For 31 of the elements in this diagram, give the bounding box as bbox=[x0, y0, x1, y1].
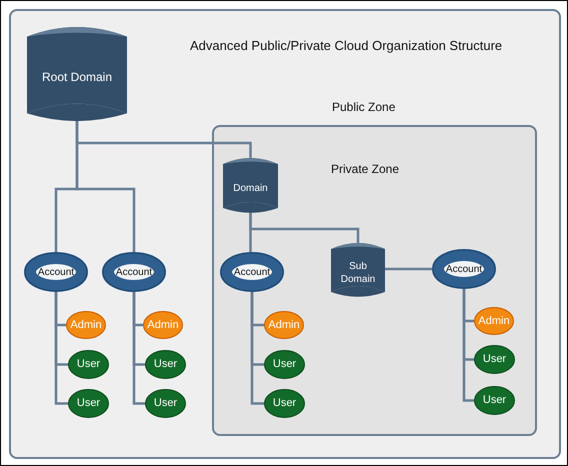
zone-panel bbox=[212, 125, 537, 436]
node-label: Account bbox=[234, 266, 270, 278]
diagram-title: Advanced Public/Private Cloud Organization Structure bbox=[190, 38, 502, 53]
node-label: Account bbox=[38, 266, 74, 278]
node-label: Admin bbox=[268, 318, 300, 332]
zone-label: Private Zone bbox=[331, 163, 400, 176]
connector-line bbox=[132, 290, 146, 405]
zone-panel bbox=[9, 9, 561, 459]
node-label: User bbox=[76, 358, 100, 371]
node-label: User bbox=[482, 394, 506, 407]
connector-line bbox=[462, 287, 475, 402]
node-label: Admin bbox=[70, 318, 102, 332]
node-label: Account bbox=[446, 262, 482, 276]
connector-line bbox=[76, 120, 252, 161]
node-label: User bbox=[272, 397, 296, 410]
connector-line bbox=[250, 290, 265, 405]
zone-label: Public Zone bbox=[332, 101, 396, 114]
node-label: Account bbox=[116, 266, 152, 278]
node-label: User bbox=[482, 353, 506, 366]
connector-line bbox=[249, 211, 360, 246]
node-label: User bbox=[272, 358, 296, 371]
node-label: Admin bbox=[147, 318, 179, 332]
connector-line bbox=[54, 290, 69, 405]
connector-line bbox=[385, 268, 432, 270]
node-label: Sub Domain bbox=[340, 260, 376, 286]
node-label: User bbox=[76, 397, 100, 410]
node-label: User bbox=[154, 358, 178, 371]
node-label: Domain bbox=[232, 182, 269, 194]
node-label: Admin bbox=[478, 314, 510, 328]
node-label: Root Domain bbox=[40, 70, 114, 84]
node-label: User bbox=[154, 397, 178, 410]
